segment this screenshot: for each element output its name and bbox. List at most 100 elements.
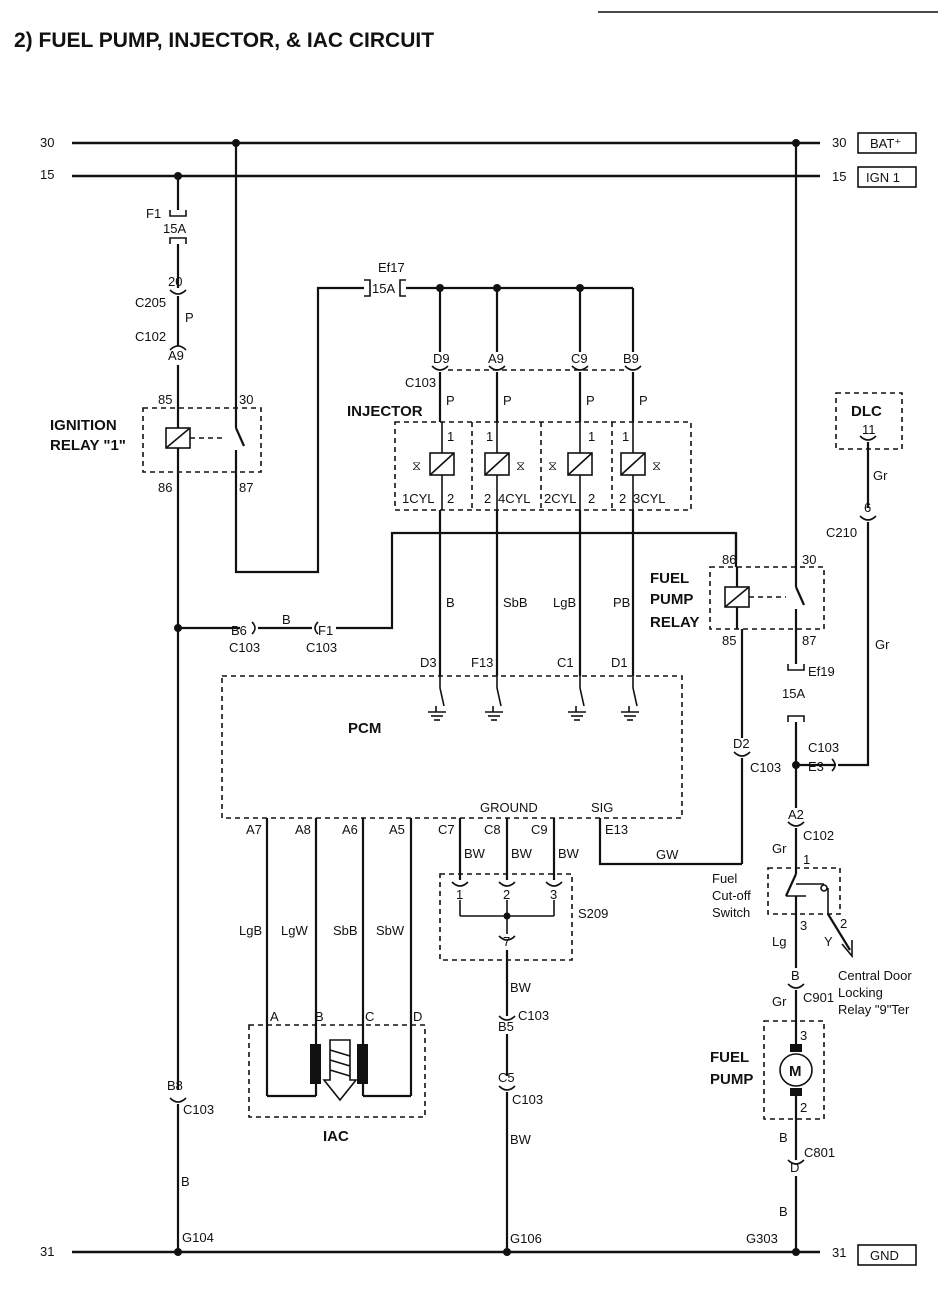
pcm-label: PCM <box>348 720 381 737</box>
fuse-ef19: Ef19 15A <box>782 664 835 722</box>
ignition-relay-pin-30: 30 <box>239 392 253 407</box>
switch-pin-3: 3 <box>800 918 807 933</box>
iac-label: IAC <box>323 1128 349 1145</box>
switch-pin-1: 1 <box>803 852 810 867</box>
wire-bw-c8: BW <box>511 846 533 861</box>
c801-pin: D <box>790 1160 799 1175</box>
pcm-pin-f13: F13 <box>471 655 493 670</box>
c103-pin-b9: B9 <box>623 351 639 366</box>
pcm-sig-label: SIG <box>591 800 613 815</box>
wire-b-g104: B <box>181 1174 190 1189</box>
iac-coil-left-icon <box>310 1044 321 1084</box>
pcm-pin-a5: A5 <box>389 822 405 837</box>
c103-d2-pin: D2 <box>733 736 750 751</box>
fpr-pin-30: 30 <box>802 552 816 567</box>
iac-box <box>248 1024 426 1118</box>
injector-4cyl-valve-icon: ⧖ <box>516 458 525 473</box>
wire-gr-dlc-e3: Gr <box>875 637 890 652</box>
inj-3cyl-pin1: 1 <box>622 429 629 444</box>
s209-name: S209 <box>578 906 608 921</box>
fpr-pin-85: 85 <box>722 633 736 648</box>
wire-lgb-inj2: LgB <box>553 595 576 610</box>
fuse-ef19-name: Ef19 <box>808 664 835 679</box>
dlc-label: DLC <box>851 403 882 420</box>
gnd-tag: GND <box>870 1248 899 1263</box>
fpr-pin-87: 87 <box>802 633 816 648</box>
pcm-pin-a6: A6 <box>342 822 358 837</box>
wire-bw-c9: BW <box>558 846 580 861</box>
pcm-pin-c7: C7 <box>438 822 455 837</box>
c205-connector-icon <box>169 289 187 295</box>
bat-tag-box <box>857 132 917 154</box>
pcm-box <box>221 675 683 819</box>
pcm-pin-c8: C8 <box>484 822 501 837</box>
switch-label-3: Switch <box>712 905 750 920</box>
iac-pin-a: A <box>270 1009 279 1024</box>
wire-pb-inj3: PB <box>613 595 630 610</box>
pcm-module: D3 F13 C1 D1 PCM <box>221 655 683 837</box>
wire-lg-switch: Lg <box>772 934 786 949</box>
c103-pin-d9: D9 <box>433 351 450 366</box>
wire-lgb-iac-a: LgB <box>239 923 262 938</box>
c901-name: C901 <box>803 990 834 1005</box>
c103-f1-name: C103 <box>306 640 337 655</box>
wire-y: Y <box>824 934 833 949</box>
ign1-tag: IGN 1 <box>866 170 900 185</box>
rail-30: 30 30 BAT⁺ <box>40 132 917 154</box>
pcm-ground-label: GROUND <box>480 800 538 815</box>
ignition-relay-box <box>142 407 262 473</box>
wire-sbb-inj4: SbB <box>503 595 528 610</box>
fuse-ef17-rating: 15A <box>372 281 395 296</box>
pcm-pin-a8: A8 <box>295 822 311 837</box>
ign1-tag-box <box>857 166 917 188</box>
s209-pin-1: 1 <box>456 887 463 902</box>
c103-b8-pin: B8 <box>167 1078 183 1093</box>
inj-1cyl-pin1: 1 <box>447 429 454 444</box>
wire-sbw-iac-d: SbW <box>376 923 405 938</box>
wire-bw-g106: BW <box>510 1132 532 1147</box>
c205-pin: 20 <box>168 274 182 289</box>
ignition-relay-pin-87: 87 <box>239 480 253 495</box>
injector-1cyl-valve-icon: ⧖ <box>412 458 421 473</box>
fuel-pump-motor-icon <box>779 1053 813 1087</box>
ignition-relay-label-1: IGNITION <box>50 417 117 434</box>
splice-s209: 1 2 3 7 S209 <box>439 873 608 961</box>
rail-31: 31 31 GND <box>40 1244 917 1266</box>
fuse-f1-rating: 15A <box>163 221 186 236</box>
c103-e3-pin: E3 <box>808 759 824 774</box>
central-door-label-3: Relay "9"Ter <box>838 1002 910 1017</box>
wire-p-inj3: P <box>639 393 648 408</box>
wire-lgw-iac-b: LgW <box>281 923 308 938</box>
inj-2cyl-pin1: 1 <box>588 429 595 444</box>
fuel-pump-label-2: PUMP <box>710 1071 753 1088</box>
central-door-arrow-icon <box>841 940 853 959</box>
pcm-pin-e13: E13 <box>605 822 628 837</box>
c210-name: C210 <box>826 525 857 540</box>
fpr-label-3: RELAY <box>650 614 699 631</box>
central-door-label-2: Locking <box>838 985 883 1000</box>
pcm-pin-c9: C9 <box>531 822 548 837</box>
wire-gr-c901: Gr <box>772 994 787 1009</box>
c103-b5-connector-icon <box>498 1015 516 1021</box>
fpr-label-1: FUEL <box>650 570 689 587</box>
fuel-pump-pin-3: 3 <box>800 1028 807 1043</box>
fuel-pump-pin-2: 2 <box>800 1100 807 1115</box>
inj-3cyl-pin2: 2 <box>619 491 626 506</box>
rail-31-left-label: 31 <box>40 1244 54 1259</box>
rail-30-right-label: 30 <box>832 135 846 150</box>
c103-pin-c9: C9 <box>571 351 588 366</box>
fpr-box <box>709 566 825 630</box>
c103-b5-name: C103 <box>518 1008 549 1023</box>
c103-c5-name: C103 <box>512 1092 543 1107</box>
central-door-label-1: Central Door <box>838 968 912 983</box>
inj-1cyl-name: 1CYL <box>402 491 435 506</box>
wire-gr-dlc: Gr <box>873 468 888 483</box>
fuse-ef19-rating: 15A <box>782 686 805 701</box>
c102-a2-pin: A2 <box>788 807 804 822</box>
c102-connector-icon <box>169 345 187 351</box>
injector-3cyl-valve-icon: ⧖ <box>652 458 661 473</box>
inj-4cyl-pin2: 2 <box>484 491 491 506</box>
wire-b-b6-f1: B <box>282 612 291 627</box>
